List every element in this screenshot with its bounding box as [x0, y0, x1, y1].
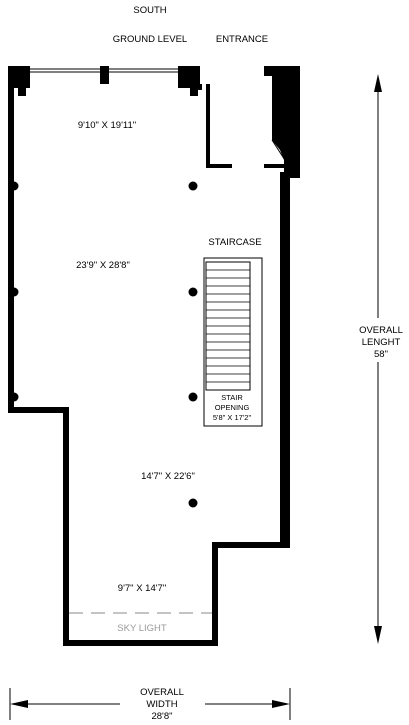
column [188, 181, 198, 191]
outer-wall-outline [8, 66, 300, 646]
column [9, 392, 19, 402]
stair-opening-line1: STAIR [221, 393, 243, 402]
room-dims-rear: 14'7" X 22'6" [141, 471, 195, 482]
column [188, 392, 198, 402]
room-dims-back: 9'7" X 14'7" [118, 583, 166, 594]
overall-width-line2: WIDTH [146, 699, 177, 710]
stair-treads [206, 269, 250, 383]
overall-length-dimension: OVERALL LENGHT 58" [359, 74, 403, 644]
columns [9, 181, 198, 508]
corner-step-right [190, 86, 198, 96]
stair-opening-dims: 5'8" X 17'2" [213, 413, 252, 422]
overall-length-value: 58" [374, 349, 388, 360]
exterior-walls [8, 66, 300, 646]
room-dims-front: 9'10" X 19'11" [78, 120, 136, 131]
entrance-pier [264, 66, 300, 178]
corner-step-left [18, 86, 26, 96]
overall-width-dimension: OVERALL WIDTH 28'8" [9, 687, 291, 722]
level-label: GROUND LEVEL [113, 34, 187, 45]
overall-length-line2: LENGHT [362, 337, 401, 348]
overall-width-value: 28'8" [151, 711, 172, 722]
overall-length-line1: OVERALL [359, 325, 403, 336]
entrance-door [271, 139, 291, 169]
storefront-window [30, 68, 178, 73]
mullion [100, 66, 109, 84]
orientation-label: SOUTH [133, 5, 166, 16]
column [188, 498, 198, 508]
skylight-label: SKY LIGHT [117, 623, 167, 634]
corner-block-right [178, 66, 200, 88]
staircase: STAIRCASE STAIR OPENING 5'8" X 17'2" [203, 237, 263, 427]
corner-block-left [8, 66, 30, 88]
stair-opening-line2: OPENING [215, 403, 250, 412]
vestibule-walls [198, 84, 290, 168]
column [188, 287, 198, 297]
room-dims-main: 23'9" X 28'8" [76, 260, 130, 271]
column [9, 287, 19, 297]
staircase-label: STAIRCASE [208, 237, 261, 248]
entrance-label: ENTRANCE [216, 34, 268, 45]
stair-opening-outline [203, 257, 263, 427]
overall-width-line1: OVERALL [140, 687, 184, 698]
column [9, 181, 19, 191]
